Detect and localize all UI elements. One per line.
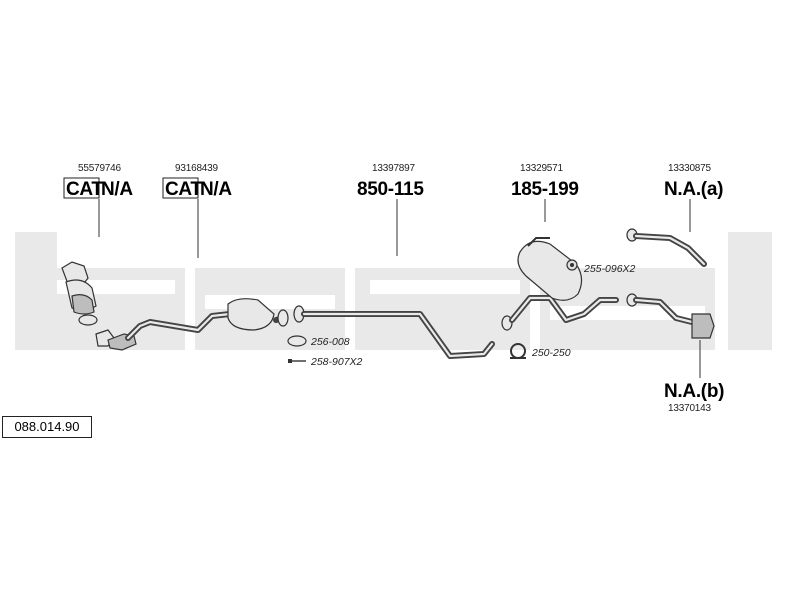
bolt-part-number: 258-907X2	[310, 356, 363, 368]
front-pipe-catalyst[interactable]	[107, 298, 289, 351]
diagram-reference-number: 088.014.90	[2, 416, 92, 438]
tail-b-oem-number: 13370143	[668, 403, 712, 414]
bolt-icon	[288, 359, 306, 363]
tail-pipe-b[interactable]	[626, 293, 715, 339]
hanger-icon	[566, 259, 578, 271]
rear-part-code: 185-199	[511, 179, 579, 200]
rear-silencer[interactable]	[501, 237, 619, 331]
watermark-logo	[15, 232, 772, 350]
tail-pipe-a[interactable]	[626, 228, 707, 267]
gasket-part-number: 256-008	[310, 336, 350, 348]
tail-a-oem-number: 13330875	[668, 163, 712, 174]
mid-part-code: 850-115	[357, 179, 424, 200]
cat1-part-code: N/A	[101, 179, 133, 200]
clamp-part-number: 250-250	[531, 347, 571, 359]
cat1-cat-box	[63, 177, 100, 199]
tail-b-part-code: N.A.(b)	[664, 381, 724, 402]
cat2-oem-number: 93168439	[175, 163, 219, 174]
cat2-part-code: N/A	[200, 179, 232, 200]
middle-pipe[interactable]	[293, 305, 495, 359]
clamp-icon	[510, 343, 526, 359]
cat2-cat-box	[162, 177, 199, 199]
gasket-icon	[287, 335, 307, 347]
catalytic-converter-icon[interactable]	[61, 261, 115, 347]
rear-oem-number: 13329571	[520, 163, 564, 174]
cat1-cat-label: CAT	[66, 179, 103, 200]
tail-a-part-code: N.A.(a)	[664, 179, 723, 200]
mid-oem-number: 13397897	[372, 163, 416, 174]
cat2-cat-label: CAT	[165, 179, 202, 200]
hanger-part-number: 255-096X2	[583, 263, 636, 275]
cat1-oem-number: 55579746	[78, 163, 122, 174]
